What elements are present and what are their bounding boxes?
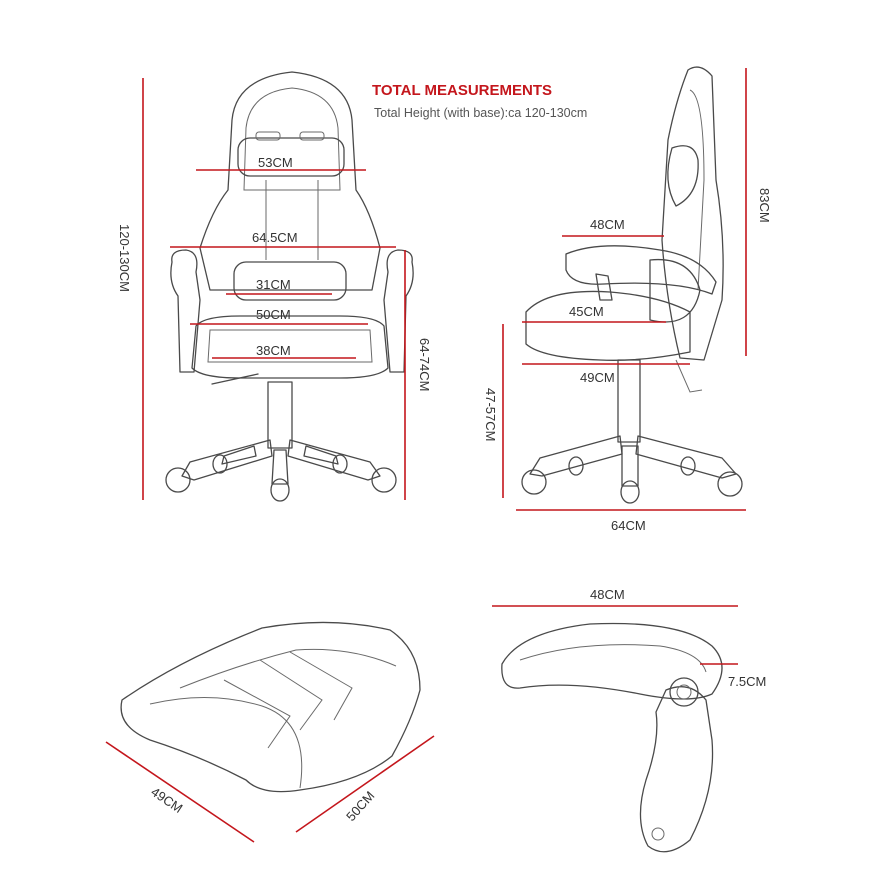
front-lever xyxy=(211,373,259,385)
side-leg-left xyxy=(529,435,623,477)
front-leg-back-left xyxy=(221,445,257,465)
side-seat-depth-label: 45CM xyxy=(569,304,604,319)
headrest-strap-left xyxy=(255,131,281,141)
seat-cushion-drawing xyxy=(120,621,421,793)
side-armrest-post xyxy=(595,273,613,301)
base-diameter-label: 64CM xyxy=(611,518,646,533)
front-seat xyxy=(191,315,389,379)
cushion-width-line xyxy=(295,735,435,833)
seat-height-label: 64-74CM xyxy=(417,338,432,391)
cushion-top-edge xyxy=(179,648,397,689)
diagram-title: TOTAL MEASUREMENTS xyxy=(372,82,552,99)
armrest-pivot xyxy=(669,677,699,707)
armrest-pivot-inner xyxy=(676,684,692,700)
side-armrest-label: 48CM xyxy=(590,217,625,232)
headrest-strap-right xyxy=(299,131,325,141)
side-armrest xyxy=(565,245,717,295)
cushion-chevron-3 xyxy=(223,679,291,749)
armrest-width-label: 7.5CM xyxy=(728,674,766,689)
armrest-pad-seam xyxy=(519,644,707,673)
side-seat xyxy=(525,290,691,361)
side-backrest-inner xyxy=(689,89,705,291)
cushion-depth-label: 49CM xyxy=(148,784,185,816)
side-seat-height-label: 47-57CM xyxy=(483,388,498,441)
side-lumbar-pillow xyxy=(649,258,701,323)
front-caster-2 xyxy=(371,467,397,493)
front-chair-drawing xyxy=(165,71,414,502)
side-gas-lift xyxy=(617,359,641,443)
front-headrest-pillow xyxy=(237,137,345,177)
diagram-subtitle: Total Height (with base):ca 120-130cm xyxy=(374,106,587,120)
armrest-screw xyxy=(651,827,665,841)
backrest-height-label: 83CM xyxy=(757,188,772,223)
front-leg-right xyxy=(287,439,381,481)
seat-width-label: 50CM xyxy=(256,307,291,322)
armrest-dimensions xyxy=(492,605,738,665)
front-armrest-right xyxy=(383,249,414,373)
front-backrest-inner xyxy=(243,87,341,191)
side-caster-2 xyxy=(717,471,743,497)
headrest-width-label: 53CM xyxy=(258,155,293,170)
seat-depth-label: 38CM xyxy=(256,343,291,358)
side-backrest-outline xyxy=(661,66,724,361)
total-height-label: 120-130CM xyxy=(117,224,132,292)
front-leg-back-right xyxy=(303,445,339,465)
armrest-length-label: 48CM xyxy=(590,587,625,602)
cushion-front-edge xyxy=(149,696,303,789)
side-tilt-lever xyxy=(675,359,703,393)
cushion-width-label: 50CM xyxy=(343,788,377,824)
front-caster-5 xyxy=(332,454,348,474)
side-caster-4 xyxy=(568,456,584,476)
cushion-chevron-2 xyxy=(289,651,353,721)
armrest-pad xyxy=(501,622,723,700)
front-dimensions xyxy=(142,78,406,500)
cushion-chevron-1 xyxy=(259,659,323,731)
side-caster-3 xyxy=(620,480,640,504)
side-headrest-pillow xyxy=(667,145,699,207)
side-base-depth-label: 49CM xyxy=(580,370,615,385)
side-chair-drawing xyxy=(521,66,743,504)
side-caster-1 xyxy=(521,469,547,495)
front-gas-lift xyxy=(267,381,293,449)
side-caster-5 xyxy=(680,456,696,476)
front-seat-inner xyxy=(207,329,373,363)
side-dimensions xyxy=(502,68,747,511)
cushion-depth-line xyxy=(105,741,255,843)
cushion-outline xyxy=(120,621,421,793)
armrest-detail-drawing xyxy=(501,622,723,853)
front-caster-4 xyxy=(212,454,228,474)
front-lumbar-pillow xyxy=(233,261,347,301)
armrest-span-label: 64.5CM xyxy=(252,230,298,245)
front-leg-left xyxy=(181,439,273,481)
front-backrest-outline xyxy=(199,71,381,291)
armrest-bracket xyxy=(639,686,714,853)
cushion-dimensions xyxy=(105,735,435,843)
front-armrest-left xyxy=(170,249,201,373)
front-caster-3 xyxy=(270,478,290,502)
front-caster-1 xyxy=(165,467,191,493)
lumbar-width-label: 31CM xyxy=(256,277,291,292)
side-leg-right xyxy=(635,435,737,479)
